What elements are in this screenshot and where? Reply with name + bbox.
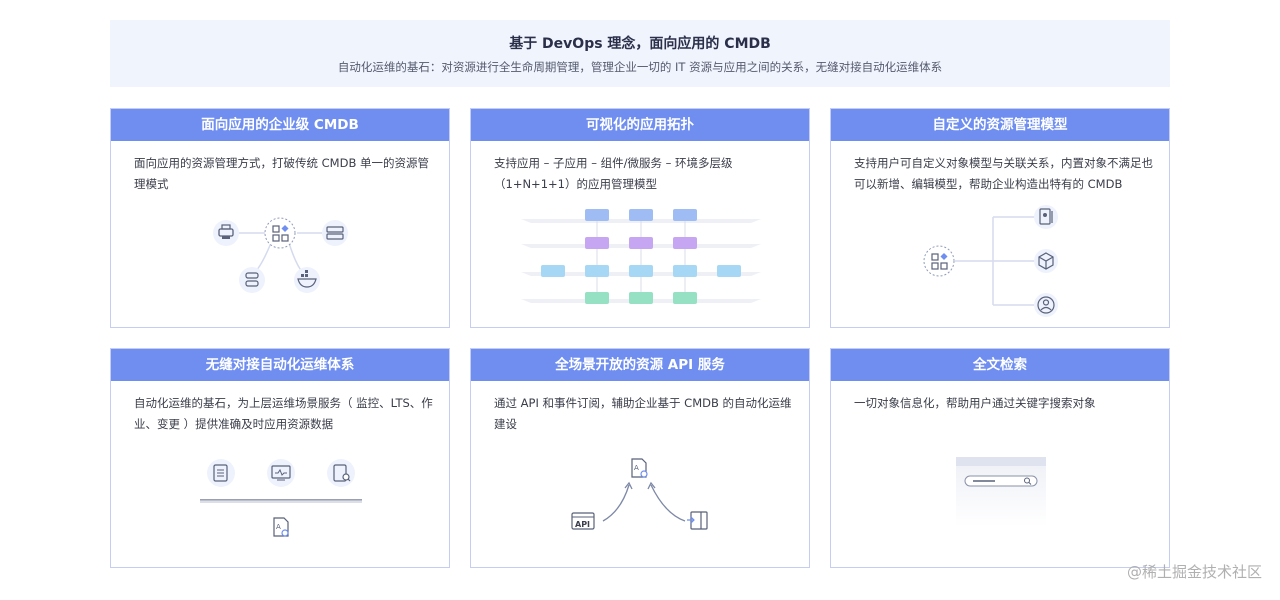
topology-node xyxy=(585,209,609,221)
custom-model-diagram xyxy=(923,205,1058,317)
card-title: 可视化的应用拓扑 xyxy=(471,109,809,141)
feature-card-fulltext-search: 全文检索 一切对象信息化，帮助用户通过关键字搜索对象 xyxy=(830,348,1170,568)
docker-icon xyxy=(294,267,320,293)
feature-card-custom-model: 自定义的资源管理模型 支持用户可自定义对象模型与关联关系，内置对象不满足也可以新… xyxy=(830,108,1170,328)
topology-node xyxy=(629,237,653,249)
topology-node xyxy=(541,265,565,277)
printer-icon xyxy=(213,220,239,246)
monitor-icon xyxy=(267,459,295,487)
topology-layer-components xyxy=(541,265,741,277)
automation-diagram: A xyxy=(200,459,362,542)
user-icon xyxy=(1034,293,1058,317)
hero-banner: 基于 DevOps 理念，面向应用的 CMDB 自动化运维的基石：对资源进行全生… xyxy=(110,20,1170,87)
topology-node xyxy=(585,237,609,249)
event-subscribe-icon xyxy=(687,511,708,530)
topology-node xyxy=(673,209,697,221)
card-title: 全文检索 xyxy=(831,349,1169,381)
feature-card-automation: 无缝对接自动化运维体系 自动化运维的基石，为上层运维场景服务（ 监控、LTS、作… xyxy=(110,348,450,568)
topology-node xyxy=(673,237,697,249)
api-flow-diagram: A API xyxy=(571,458,708,530)
document-search-icon xyxy=(327,459,355,487)
app-grid-icon xyxy=(264,217,296,249)
search-box-illustration xyxy=(964,475,1038,487)
topology-node xyxy=(629,292,653,304)
watermark: @稀土掘金技术社区 xyxy=(1126,563,1262,581)
topology-node xyxy=(673,292,697,304)
card-title: 全场景开放的资源 API 服务 xyxy=(471,349,809,381)
card-description: 一切对象信息化，帮助用户通过关键字搜索对象 xyxy=(854,396,1096,410)
topology-layer-applications xyxy=(585,209,697,221)
database-sync-icon xyxy=(239,267,265,293)
document-icon xyxy=(207,459,235,487)
banner-title: 基于 DevOps 理念，面向应用的 CMDB xyxy=(509,36,771,52)
topology-node xyxy=(717,265,741,277)
api-icon: API xyxy=(571,512,595,530)
topology-node xyxy=(629,265,653,277)
layered-topology-diagram xyxy=(521,209,761,304)
card-title: 无缝对接自动化运维体系 xyxy=(111,349,449,381)
card-description: 支持用户可自定义对象模型与关联关系，内置对象不满足也可以新增、编辑模型，帮助企业… xyxy=(854,156,1153,191)
api-label: API xyxy=(575,520,590,529)
card-title: 自定义的资源管理模型 xyxy=(831,109,1169,141)
svg-text:A: A xyxy=(634,464,639,472)
card-description: 面向应用的资源管理方式，打破传统 CMDB 单一的资源管理模式 xyxy=(134,156,430,191)
search-icon xyxy=(1024,477,1032,485)
cube-icon xyxy=(1034,249,1058,273)
card-description: 支持应用 – 子应用 – 组件/微服务 – 环境多层级（1+N+1+1）的应用管… xyxy=(494,156,733,191)
search-illustration xyxy=(956,457,1046,527)
card-title: 面向应用的企业级 CMDB xyxy=(111,109,449,141)
feature-card-topology: 可视化的应用拓扑 支持应用 – 子应用 – 组件/微服务 – 环境多层级（1+N… xyxy=(470,108,810,328)
topology-node xyxy=(585,292,609,304)
document-gear-icon: A xyxy=(631,458,648,478)
feature-card-app-cmdb: 面向应用的企业级 CMDB 面向应用的资源管理方式，打破传统 CMDB 单一的资… xyxy=(110,108,450,328)
app-resource-diagram xyxy=(213,217,348,293)
card-description: 自动化运维的基石，为上层运维场景服务（ 监控、LTS、作业、变更 ）提供准确及时… xyxy=(134,396,433,431)
app-grid-icon xyxy=(923,245,955,277)
card-description: 通过 API 和事件订阅，辅助企业基于 CMDB 的自动化运维建设 xyxy=(494,396,792,431)
device-icon xyxy=(1034,205,1058,229)
topology-layer-environments xyxy=(585,292,697,304)
topology-node xyxy=(673,265,697,277)
topology-node xyxy=(629,209,653,221)
svg-text:A: A xyxy=(276,523,281,531)
topology-layer-sub-applications xyxy=(585,237,697,249)
topology-node xyxy=(585,265,609,277)
server-icon xyxy=(322,220,348,246)
banner-subtitle: 自动化运维的基石：对资源进行全生命周期管理，管理企业一切的 IT 资源与应用之间… xyxy=(337,60,943,74)
document-gear-icon: A xyxy=(267,514,295,542)
feature-card-api-service: 全场景开放的资源 API 服务 通过 API 和事件订阅，辅助企业基于 CMDB… xyxy=(470,348,810,568)
